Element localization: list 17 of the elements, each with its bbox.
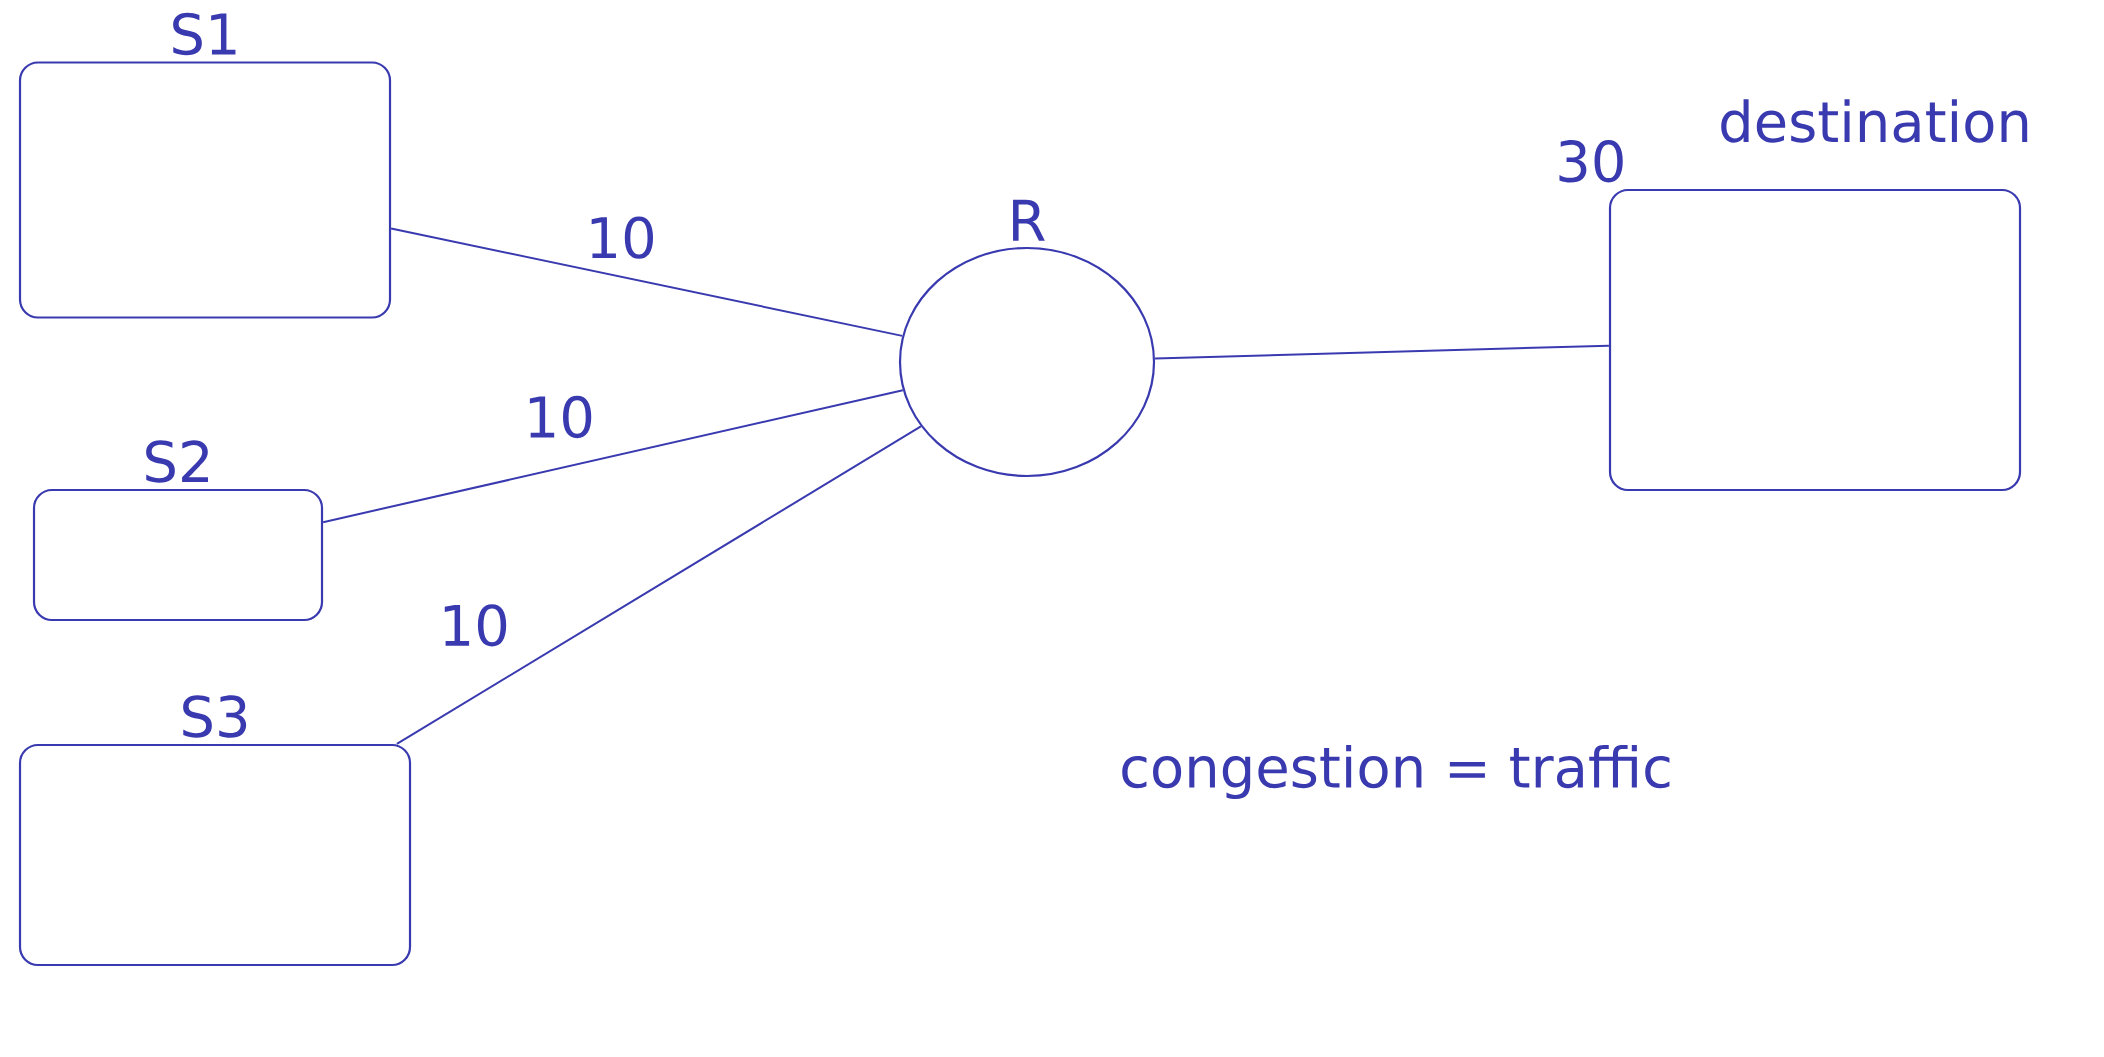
note-text: congestion = traffic <box>1122 744 1670 800</box>
box: S1 <box>18 12 392 319</box>
node-label: S3 <box>183 695 247 738</box>
connector-line <box>395 425 922 745</box>
box: S2 <box>32 440 324 622</box>
edge-label: 10 <box>444 604 507 647</box>
node-label: R <box>1013 199 1045 241</box>
node-label: destination <box>1721 99 2028 143</box>
box: S3 <box>18 695 412 967</box>
node-label: S2 <box>146 440 209 483</box>
capacity-label: 30 <box>1559 140 1623 183</box>
connector-line <box>322 389 904 524</box>
edge-label: 10 <box>591 216 654 259</box>
connector-line <box>390 227 904 337</box>
connector-line <box>1154 344 1610 360</box>
node-label: S1 <box>173 12 236 56</box>
edge-label: 10 <box>529 395 592 439</box>
